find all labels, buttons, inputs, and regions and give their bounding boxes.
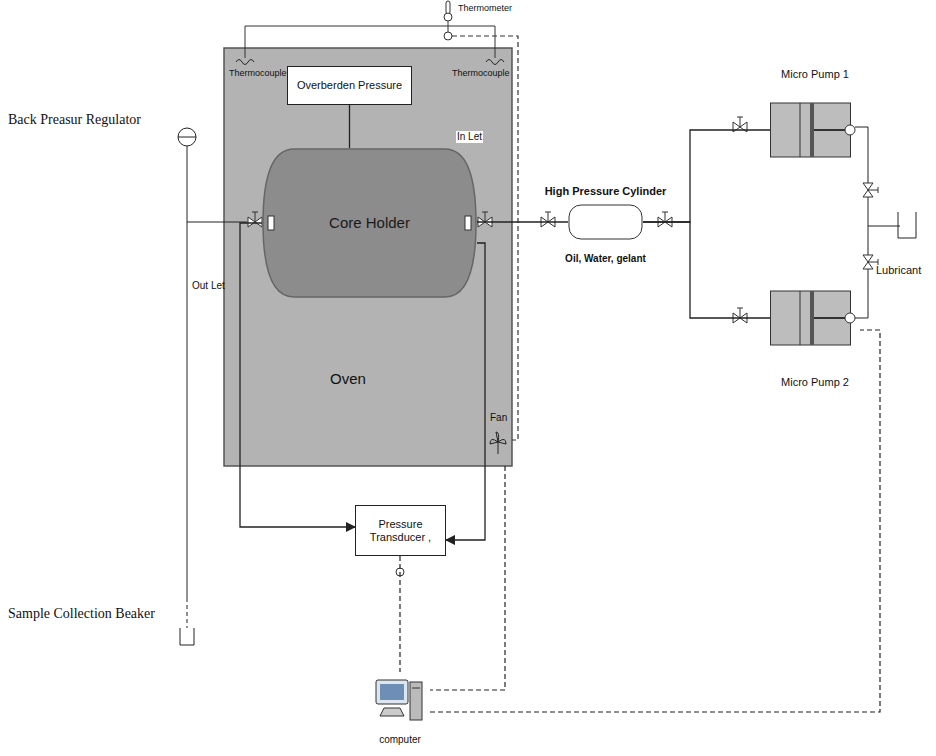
node-comp: computer: [370, 672, 430, 752]
part-label: Thermocouple: [452, 68, 510, 78]
node-core: Core Holder: [262, 148, 477, 298]
part-label: Lubricant: [876, 264, 921, 277]
part-label: In Let: [456, 131, 483, 143]
box-label: Overberden Pressure: [297, 79, 402, 92]
thermocouple-symbol: [486, 60, 504, 65]
pump-symbol: [770, 290, 860, 346]
thermocouple-symbol: [236, 60, 254, 65]
outlet-line: [178, 128, 247, 645]
flow-line: [477, 221, 568, 222]
node-cyl: High Pressure CylinderOil, Water, gelant: [568, 185, 643, 270]
lubricant-line: [855, 127, 916, 318]
thermometer-symbol: [245, 1, 495, 58]
pump-valve: [733, 308, 747, 323]
part-label: Out Let: [192, 280, 225, 292]
cylinder-label: High Pressure Cylinder: [545, 185, 667, 198]
cylinder-valve: [658, 212, 672, 227]
fan-symbol: [490, 432, 506, 454]
outlet-valve: [248, 212, 262, 227]
pump-symbol: [770, 102, 860, 158]
computer-label: computer: [379, 734, 421, 746]
computer-icon: [370, 672, 430, 728]
flow-line: [643, 130, 770, 222]
oven-label: Oven: [330, 370, 366, 387]
flow-line: [349, 105, 350, 148]
signal-line: [430, 330, 880, 712]
oven-body: [224, 48, 512, 466]
part-label: Thermocouple: [229, 68, 287, 78]
pump-label: Micro Pump 2: [781, 376, 849, 389]
inlet-valve: [478, 212, 492, 227]
part-label: Back Preasur Regulator: [8, 112, 141, 128]
node-oven: Oven Overberden PressureCore Holder: [224, 48, 512, 466]
cylinder-shape: [568, 204, 643, 240]
cylinder-valve: [541, 212, 555, 227]
part-label: Sample Collection Beaker: [8, 606, 155, 622]
core-holder-label: Core Holder: [329, 214, 410, 231]
cylinder-contents: Oil, Water, gelant: [565, 253, 646, 265]
node-pumpBot: Micro Pump 2: [770, 290, 860, 394]
pump-label: Micro Pump 1: [781, 68, 849, 81]
node-box: Pressure Transducer ,: [355, 505, 446, 556]
node-box: Overberden Pressure: [287, 66, 412, 105]
signal-line: [430, 466, 505, 690]
part-label: Thermometer: [458, 3, 512, 13]
box-label: Pressure Transducer ,: [359, 518, 442, 543]
lubricant-valve: [863, 183, 878, 197]
flow-line: [643, 222, 770, 318]
lubricant-valve: [863, 255, 878, 269]
node-pumpTop: Micro Pump 1: [770, 66, 860, 158]
part-label: Fan: [490, 412, 507, 424]
signal-line: [399, 556, 400, 672]
